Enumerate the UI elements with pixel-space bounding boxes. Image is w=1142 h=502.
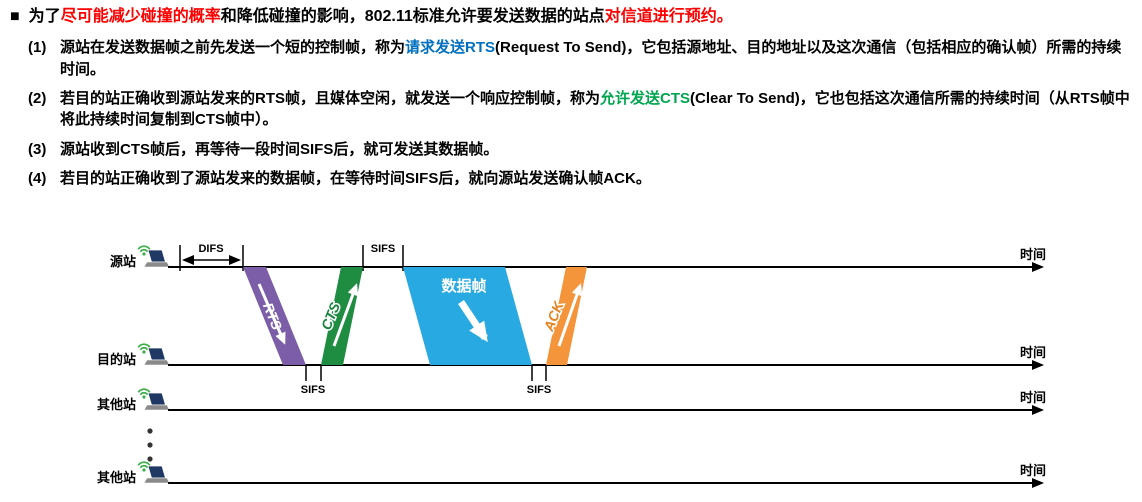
rts-term-highlight: 请求发送RTS [405, 39, 496, 57]
cts-frame: CTS [316, 267, 363, 365]
data-frame: 数据帧 [403, 267, 532, 365]
ellipsis-dots [147, 428, 153, 462]
wifi-laptop-icon [137, 245, 171, 268]
point-text: 源站收到CTS帧后，再等待一段时间SIFS后，就可发送其数据帧。 [60, 139, 1134, 160]
rts-frame-shape [243, 267, 306, 365]
point-text: 源站在发送数据帧之前先发送一个短的控制帧，称为请求发送RTS(Request T… [60, 37, 1134, 80]
time-label: 时间 [1020, 463, 1046, 478]
cts-term-highlight: 允许发送CTS [600, 89, 691, 107]
timing-diagram: 源站 时间 目的站 时间 其他站 时间 其他站 时间 DIFS SIFS RTS [0, 230, 1142, 497]
slide-text-block: ■ 为了尽可能减少碰撞的概率和降低碰撞的影响，802.11标准允许要发送数据的站点… [10, 6, 1134, 197]
difs-label: DIFS [198, 243, 223, 255]
wifi-laptop-icon [137, 388, 171, 411]
rts-frame: RTS [243, 267, 306, 365]
station-label-other-2: 其他站 [97, 470, 136, 485]
point-number: (2) [28, 89, 47, 107]
data-direction-arrow [458, 300, 488, 343]
square-bullet-icon: ■ [10, 8, 20, 25]
sifs-label: SIFS [527, 384, 551, 396]
text-segment: 源站在发送数据帧之前先发送一个短的控制帧，称为 [60, 39, 406, 57]
sifs-label: SIFS [301, 384, 325, 396]
text-segment: 若目的站正确收到了源站发来的数据帧，在等待时间SIFS后，就向源站发送确认帧AC… [60, 169, 651, 187]
title-segment: 和降低碰撞的影响，802.11标准允许要发送数据的站点 [220, 8, 605, 25]
sifs-interval-top: SIFS [362, 243, 404, 271]
text-segment: 源站收到CTS帧后，再等待一段时间SIFS后，就可发送其数据帧。 [60, 140, 499, 158]
ack-direction-arrow [557, 283, 583, 347]
sifs-interval-bottom-2: SIFS [527, 365, 551, 396]
timing-diagram-svg: 源站 时间 目的站 时间 其他站 时间 其他站 时间 DIFS SIFS RTS [97, 243, 1046, 488]
wifi-laptop-icon [137, 461, 171, 484]
ack-frame: ACK [538, 267, 587, 365]
time-label: 时间 [1020, 345, 1046, 360]
data-frame-label: 数据帧 [441, 277, 486, 295]
title-segment-highlight: 尽可能减少碰撞的概率 [60, 8, 221, 25]
point-number: (3) [28, 140, 47, 158]
text-segment: (Request To Send)，它包括源地址、目的地址以及这次通信（包括相应… [60, 39, 1122, 78]
point-text: 若目的站正确收到了源站发来的数据帧，在等待时间SIFS后，就向源站发送确认帧AC… [60, 168, 1134, 189]
point-4: (4) 若目的站正确收到了源站发来的数据帧，在等待时间SIFS后，就向源站发送确… [10, 168, 1134, 189]
point-text: 若目的站正确收到源站发来的RTS帧，且媒体空闲，就发送一个响应控制帧，称为允许发… [60, 88, 1134, 131]
point-number: (4) [28, 169, 47, 187]
station-label-other-1: 其他站 [97, 397, 136, 412]
rts-direction-arrow [257, 283, 286, 345]
point-1: (1) 源站在发送数据帧之前先发送一个短的控制帧，称为请求发送RTS(Reque… [10, 37, 1134, 80]
sifs-label: SIFS [371, 243, 395, 255]
difs-interval: DIFS [179, 243, 244, 271]
title-segment-highlight: 对信道进行预约。 [604, 8, 733, 25]
text-segment: 若目的站正确收到源站发来的RTS帧，且媒体空闲，就发送一个响应控制帧，称为 [60, 89, 601, 107]
station-label-destination: 目的站 [97, 352, 136, 367]
station-label-source: 源站 [110, 254, 136, 269]
sifs-interval-bottom-1: SIFS [301, 365, 325, 396]
time-label: 时间 [1020, 247, 1046, 262]
text-segment: (Clear To Send)，它也包括这次通信所需的持续时间（从RTS帧中将此… [60, 89, 1130, 129]
point-number: (1) [28, 39, 47, 57]
point-3: (3) 源站收到CTS帧后，再等待一段时间SIFS后，就可发送其数据帧。 [10, 139, 1134, 160]
cts-direction-arrow [332, 283, 359, 347]
slide-title: ■ 为了尽可能减少碰撞的概率和降低碰撞的影响，802.11标准允许要发送数据的站点… [10, 6, 1134, 28]
point-2: (2) 若目的站正确收到源站发来的RTS帧，且媒体空闲，就发送一个响应控制帧，称… [10, 88, 1134, 131]
time-label: 时间 [1020, 390, 1046, 405]
wifi-laptop-icon [137, 343, 171, 366]
title-segment: 为了 [28, 8, 61, 25]
